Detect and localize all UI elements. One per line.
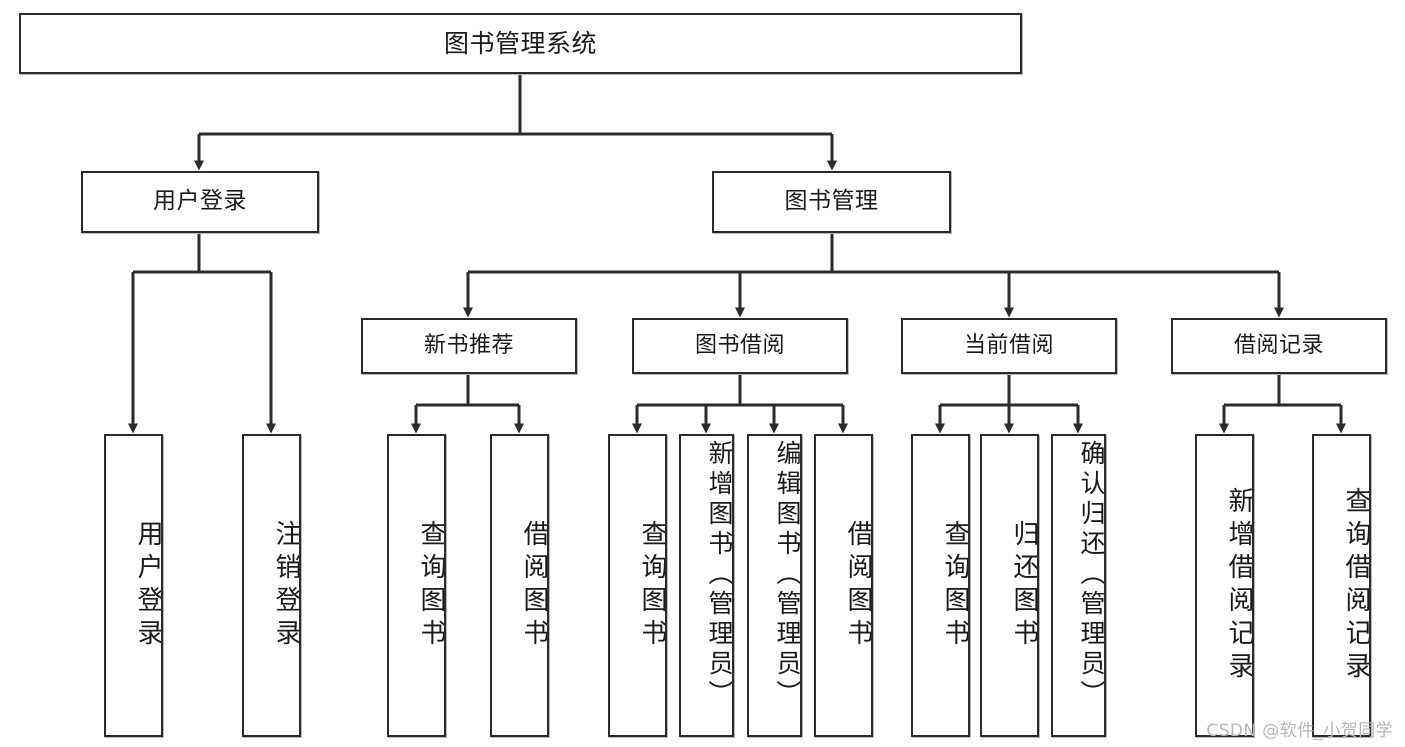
- node-leaf-borrow-book-2-label: 借阅图书: [843, 519, 873, 652]
- node-book-management-label: 图书管理: [784, 188, 879, 215]
- node-leaf-query-book-1-label: 查询图书: [416, 519, 446, 652]
- node-borrow-record[interactable]: 借阅记录: [1171, 318, 1387, 374]
- node-leaf-query-book-1[interactable]: 查询图书: [387, 434, 446, 737]
- node-leaf-user-login[interactable]: 用户登录: [104, 434, 163, 737]
- node-book-management[interactable]: 图书管理: [712, 171, 951, 233]
- node-new-book-recommend[interactable]: 新书推荐: [361, 318, 577, 374]
- watermark: CSDN @软件_小贺同学: [1206, 721, 1393, 741]
- node-leaf-query-record-label: 查询借阅记录: [1341, 486, 1371, 685]
- node-leaf-user-logout-label: 注销登录: [271, 519, 301, 652]
- node-current-borrow[interactable]: 当前借阅: [901, 318, 1117, 374]
- node-leaf-add-book-label: 新增图书（管理员）: [705, 440, 734, 710]
- node-leaf-edit-book[interactable]: 编辑图书（管理员）: [747, 434, 802, 737]
- node-leaf-edit-book-label: 编辑图书（管理员）: [773, 440, 802, 710]
- node-leaf-add-record[interactable]: 新增借阅记录: [1195, 434, 1254, 737]
- node-borrow-record-label: 借阅记录: [1233, 332, 1324, 358]
- node-leaf-query-book-3[interactable]: 查询图书: [911, 434, 970, 737]
- node-leaf-query-book-2[interactable]: 查询图书: [608, 434, 667, 737]
- node-leaf-return-book[interactable]: 归还图书: [980, 434, 1039, 737]
- node-root-label: 图书管理系统: [443, 28, 597, 58]
- node-leaf-borrow-book-2[interactable]: 借阅图书: [814, 434, 873, 737]
- node-leaf-add-book[interactable]: 新增图书（管理员）: [679, 434, 734, 737]
- node-leaf-borrow-book-1[interactable]: 借阅图书: [490, 434, 549, 737]
- node-user-login-label: 用户登录: [153, 188, 247, 215]
- node-book-borrow-label: 图书借阅: [694, 332, 785, 358]
- node-leaf-user-login-label: 用户登录: [133, 519, 163, 652]
- node-leaf-confirm-return-label: 确认归还（管理员）: [1077, 440, 1106, 710]
- node-root[interactable]: 图书管理系统: [19, 13, 1022, 74]
- node-new-book-recommend-label: 新书推荐: [423, 332, 514, 358]
- node-current-borrow-label: 当前借阅: [963, 332, 1054, 358]
- node-leaf-add-record-label: 新增借阅记录: [1224, 486, 1254, 685]
- node-leaf-borrow-book-1-label: 借阅图书: [519, 519, 549, 652]
- node-leaf-confirm-return[interactable]: 确认归还（管理员）: [1051, 434, 1106, 737]
- node-leaf-query-book-3-label: 查询图书: [940, 519, 970, 652]
- node-leaf-user-logout[interactable]: 注销登录: [242, 434, 301, 737]
- node-leaf-query-record[interactable]: 查询借阅记录: [1312, 434, 1371, 737]
- node-leaf-query-book-2-label: 查询图书: [637, 519, 667, 652]
- node-leaf-return-book-label: 归还图书: [1009, 519, 1039, 652]
- node-book-borrow[interactable]: 图书借阅: [632, 318, 848, 374]
- node-user-login[interactable]: 用户登录: [81, 171, 319, 233]
